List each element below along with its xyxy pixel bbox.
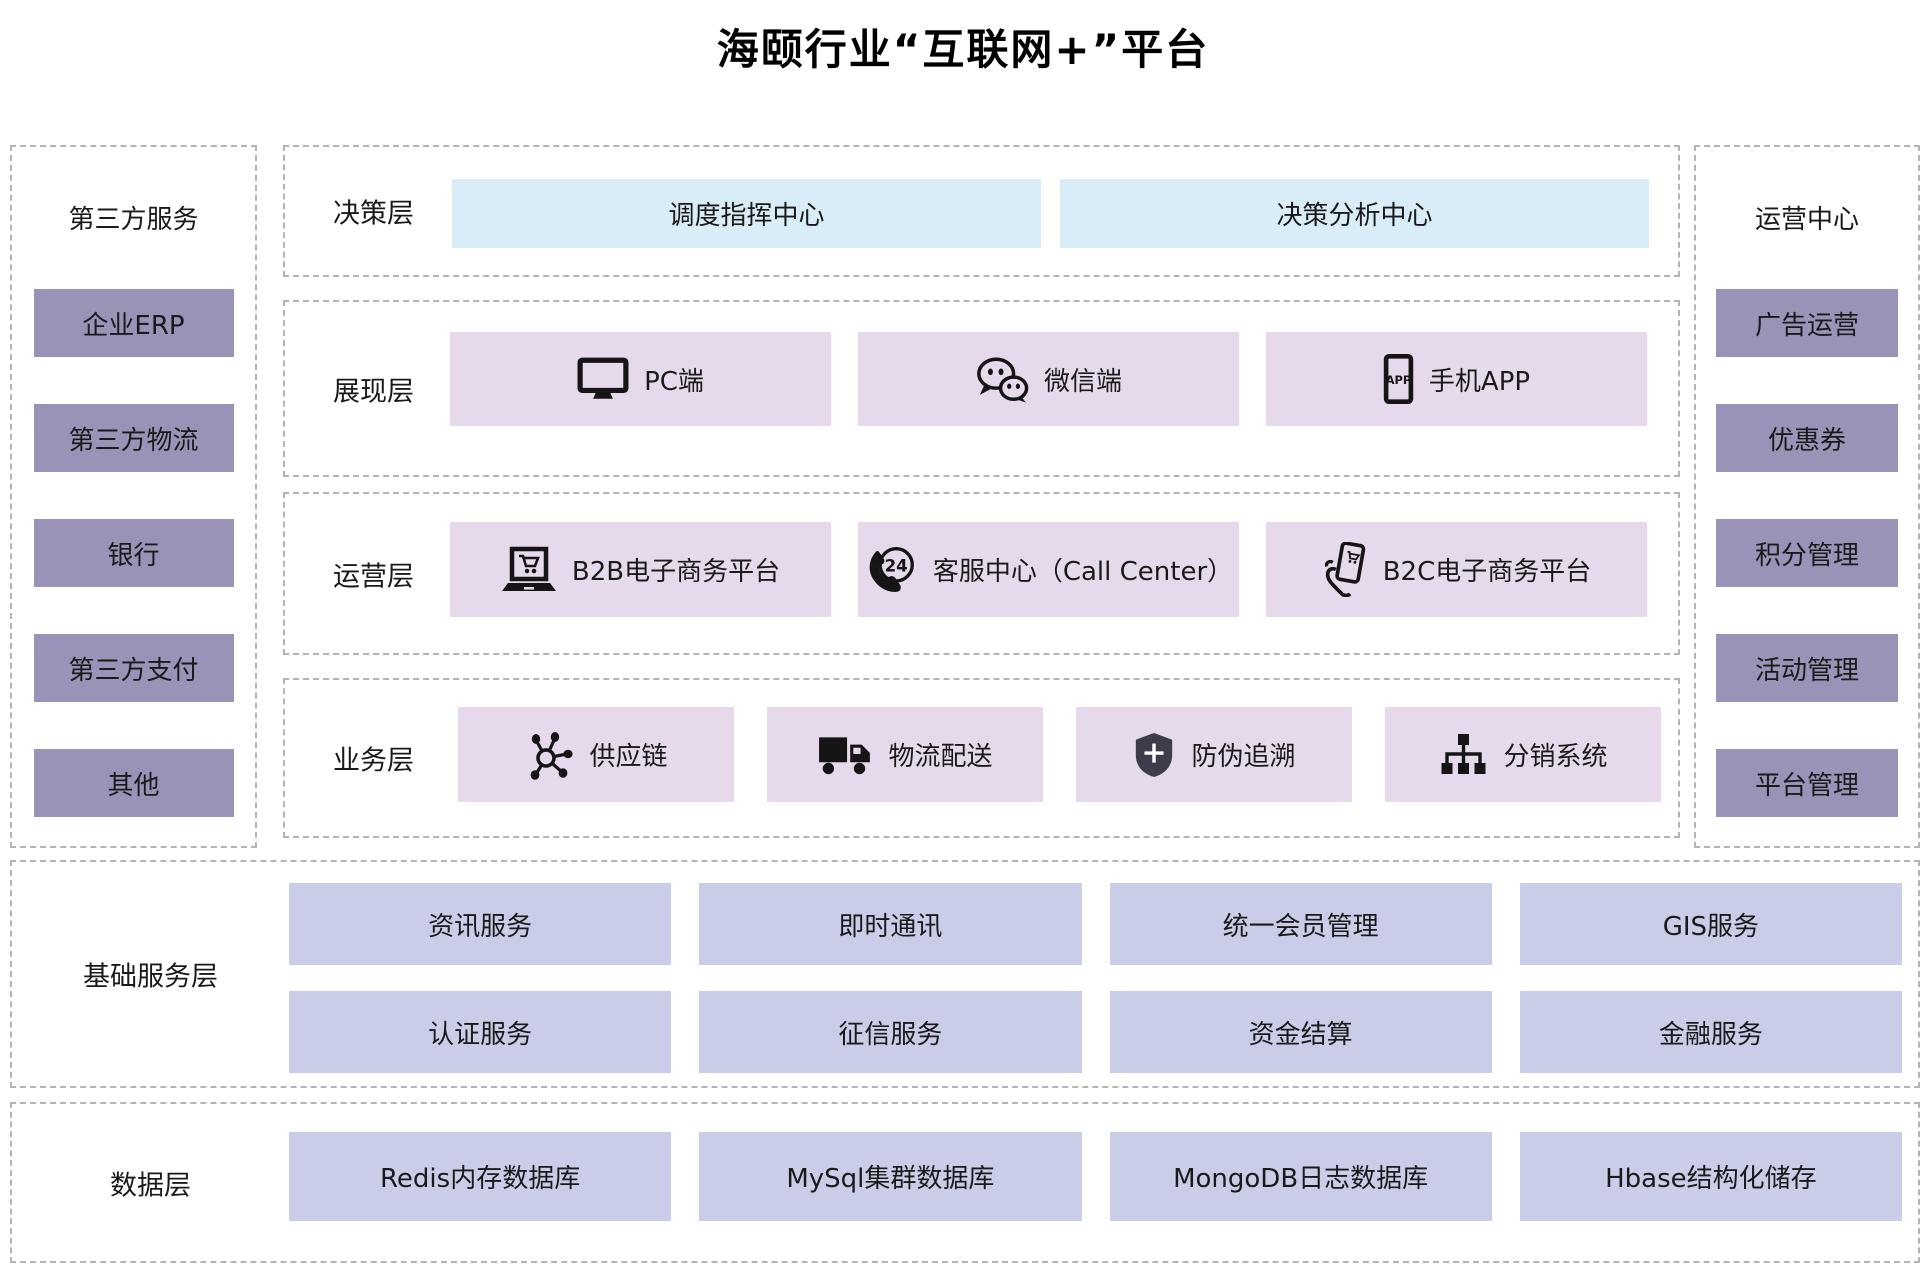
b2b-ecommerce-box: B2B电子商务平台 <box>450 522 831 617</box>
business-layer-row: 供应链 物流配送 <box>458 707 1661 802</box>
supply-chain-icon <box>524 730 574 780</box>
b2b-ecommerce-label: B2B电子商务平台 <box>571 557 781 587</box>
authentication-service-box: 认证服务 <box>289 991 672 1073</box>
base-service-layer-panel: 基础服务层 资讯服务 即时通讯 统一会员管理 GIS服务 认证服务 征信服务 资… <box>10 860 1920 1088</box>
presentation-layer-row: PC端 微信端 <box>450 332 1647 426</box>
shield-plus-icon <box>1132 731 1176 779</box>
decision-analysis-center-box: 决策分析中心 <box>1060 179 1649 248</box>
distribution-system-box: 分销系统 <box>1385 707 1661 802</box>
third-party-services-title: 第三方服务 <box>68 205 199 235</box>
hand-phone-icon <box>1322 542 1368 597</box>
anti-counterfeit-label: 防伪追溯 <box>1191 742 1296 772</box>
operations-center-list: 广告运营 优惠券 积分管理 活动管理 平台管理 <box>1696 289 1918 817</box>
fund-settlement-box: 资金结算 <box>1109 991 1492 1073</box>
phone-24-icon: 24 <box>864 545 918 595</box>
b2c-ecommerce-box: B2C电子商务平台 <box>1266 522 1647 617</box>
laptop-cart-icon <box>501 546 557 594</box>
presentation-layer-label: 展现层 <box>333 376 414 407</box>
distribution-system-label: 分销系统 <box>1503 742 1608 772</box>
operation-layer-row: B2B电子商务平台 24 客服中心（Call Center） <box>450 522 1647 617</box>
call-center-label: 客服中心（Call Center） <box>932 557 1234 587</box>
pc-terminal-box: PC端 <box>450 332 831 426</box>
operations-center-title: 运营中心 <box>1754 205 1859 235</box>
svg-text:24: 24 <box>884 556 907 575</box>
pc-terminal-label: PC端 <box>644 366 704 397</box>
svg-text:APP: APP <box>1386 373 1411 387</box>
monitor-icon <box>577 357 629 401</box>
third-party-logistics-box: 第三方物流 <box>33 404 234 472</box>
sitemap-icon <box>1438 732 1488 778</box>
operations-center-panel: 运营中心 广告运营 优惠券 积分管理 活动管理 平台管理 <box>1694 145 1920 848</box>
decision-layer-panel: 决策层 调度指挥中心 决策分析中心 <box>283 145 1680 277</box>
decision-layer-label: 决策层 <box>333 198 414 230</box>
wechat-icon <box>975 356 1029 403</box>
bank-box: 银行 <box>33 519 234 587</box>
decision-layer-row: 调度指挥中心 决策分析中心 <box>452 179 1649 248</box>
anti-counterfeit-box: 防伪追溯 <box>1076 707 1352 802</box>
mongodb-db-box: MongoDB日志数据库 <box>1109 1132 1492 1221</box>
redis-db-box: Redis内存数据库 <box>289 1132 672 1221</box>
data-layer-panel: 数据层 Redis内存数据库 MySql集群数据库 MongoDB日志数据库 H… <box>10 1102 1920 1263</box>
data-layer-label: 数据层 <box>110 1170 191 1201</box>
base-service-row-1: 资讯服务 即时通讯 统一会员管理 GIS服务 <box>289 883 1902 965</box>
third-party-payment-box: 第三方支付 <box>33 634 234 702</box>
operation-layer-panel: 运营层 B2B电子商务平台 <box>283 492 1680 655</box>
call-center-box: 24 客服中心（Call Center） <box>858 522 1239 617</box>
business-layer-label: 业务层 <box>333 745 414 777</box>
gis-service-box: GIS服务 <box>1519 883 1902 965</box>
supply-chain-label: 供应链 <box>589 742 668 772</box>
points-management-box: 积分管理 <box>1716 519 1898 587</box>
coupon-box: 优惠券 <box>1716 404 1898 472</box>
b2c-ecommerce-label: B2C电子商务平台 <box>1382 557 1592 587</box>
platform-management-box: 平台管理 <box>1716 749 1898 817</box>
instant-messaging-box: 即时通讯 <box>699 883 1082 965</box>
financial-service-box: 金融服务 <box>1519 991 1902 1073</box>
third-party-services-list: 企业ERP 第三方物流 银行 第三方支付 其他 <box>12 289 255 817</box>
business-layer-panel: 业务层 <box>283 678 1680 838</box>
page-title: 海颐行业“互联网+”平台 <box>716 25 1210 74</box>
wechat-terminal-label: 微信端 <box>1043 366 1122 397</box>
credit-service-box: 征信服务 <box>699 991 1082 1073</box>
unified-member-management-box: 统一会员管理 <box>1109 883 1492 965</box>
info-service-box: 资讯服务 <box>289 883 672 965</box>
dispatch-command-center-box: 调度指挥中心 <box>452 179 1041 248</box>
mobile-app-box: APP 手机APP <box>1266 332 1647 426</box>
mysql-db-box: MySql集群数据库 <box>699 1132 1082 1221</box>
activity-management-box: 活动管理 <box>1716 634 1898 702</box>
hbase-storage-box: Hbase结构化储存 <box>1519 1132 1902 1221</box>
base-service-row-2: 认证服务 征信服务 资金结算 金融服务 <box>289 991 1902 1073</box>
mobile-app-icon: APP <box>1383 353 1414 405</box>
presentation-layer-panel: 展现层 PC端 <box>283 300 1680 477</box>
data-layer-row: Redis内存数据库 MySql集群数据库 MongoDB日志数据库 Hbase… <box>289 1132 1902 1221</box>
wechat-terminal-box: 微信端 <box>858 332 1239 426</box>
logistics-delivery-label: 物流配送 <box>888 742 993 772</box>
operation-layer-label: 运营层 <box>333 561 414 592</box>
logistics-delivery-box: 物流配送 <box>767 707 1043 802</box>
ad-operations-box: 广告运营 <box>1716 289 1898 357</box>
base-service-layer-label: 基础服务层 <box>83 961 218 993</box>
mobile-app-label: 手机APP <box>1428 366 1531 397</box>
supply-chain-box: 供应链 <box>458 707 734 802</box>
erp-box: 企业ERP <box>33 289 234 357</box>
truck-icon <box>817 733 873 777</box>
third-party-services-panel: 第三方服务 企业ERP 第三方物流 银行 第三方支付 其他 <box>10 145 257 848</box>
other-box: 其他 <box>33 749 234 817</box>
